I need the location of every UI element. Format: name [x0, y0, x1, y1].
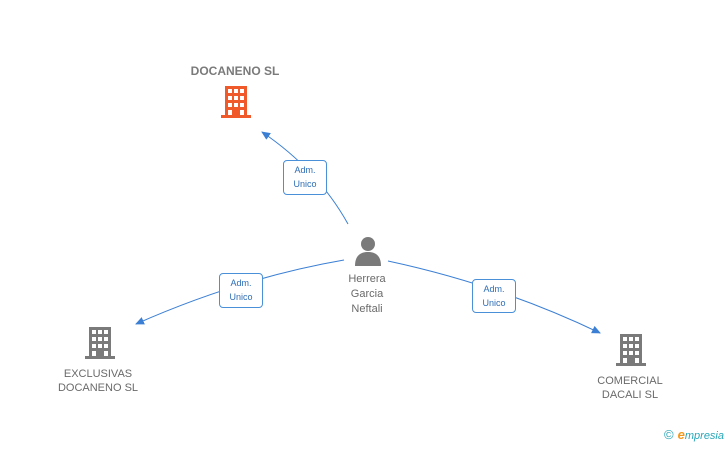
person-name-line: Herrera — [348, 273, 386, 285]
brand-logo[interactable]: empresia — [678, 427, 724, 442]
company-name-line: DOCANENO SL — [57, 382, 139, 394]
building-icon[interactable] — [221, 86, 251, 118]
company-name-docaneno[interactable]: DOCANENO SL — [190, 64, 280, 78]
role-line: Adm. — [230, 278, 252, 288]
copyright-icon: © — [664, 427, 674, 442]
person-name-line: Garcia — [350, 288, 384, 300]
brand-initial: e — [677, 427, 685, 442]
footer-brand: © empresia — [664, 427, 724, 442]
company-name-line: COMERCIAL — [597, 375, 663, 387]
role-box-docaneno: Adm. Unico — [283, 160, 327, 195]
person-name[interactable]: Herrera Garcia Neftali — [330, 272, 404, 317]
role-line: Adm. — [483, 284, 505, 294]
role-line: Unico — [229, 292, 253, 302]
person-icon[interactable] — [355, 237, 381, 266]
role-line: Unico — [482, 298, 506, 308]
company-name-exclusivas[interactable]: EXCLUSIVAS DOCANENO SL — [40, 367, 156, 395]
role-line: Adm. — [294, 165, 316, 175]
role-line: Unico — [293, 179, 317, 189]
building-icon[interactable] — [85, 327, 115, 359]
brand-rest: mpresia — [684, 430, 724, 442]
role-box-comercial: Adm. Unico — [472, 279, 516, 313]
company-name-comercial[interactable]: COMERCIAL DACALI SL — [578, 374, 682, 402]
company-name-line: EXCLUSIVAS — [63, 368, 133, 380]
person-name-line: Neftali — [351, 303, 383, 315]
role-box-exclusivas: Adm. Unico — [219, 273, 263, 308]
building-icon[interactable] — [616, 334, 646, 366]
company-name-line: DACALI SL — [601, 389, 659, 401]
